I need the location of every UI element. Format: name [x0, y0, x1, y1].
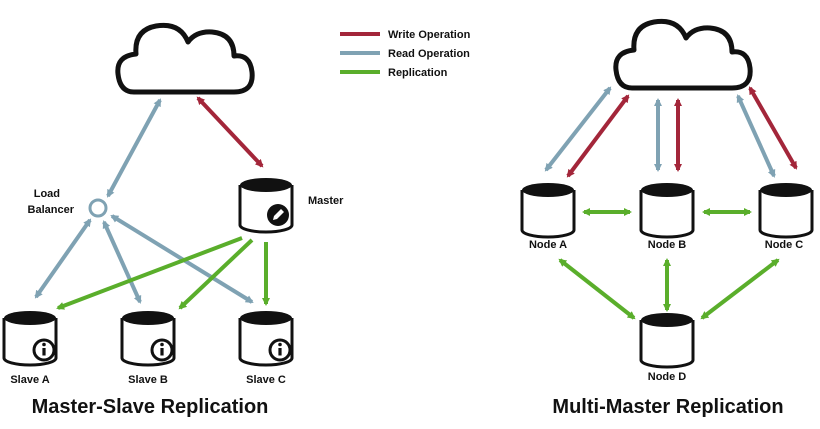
slave-a-label: Slave A — [10, 374, 49, 386]
replication-arrow-c-d — [700, 258, 780, 320]
node-a-label: Node A — [529, 239, 567, 251]
info-icon — [268, 338, 292, 362]
load-balancer-label-2: Balancer — [28, 204, 75, 216]
cloud-icon — [616, 21, 750, 88]
legend-replication-label: Replication — [388, 67, 448, 79]
read-arrow-cloud-node-a — [544, 86, 612, 172]
node-b-label: Node B — [648, 239, 687, 251]
write-arrow-cloud-master — [196, 96, 264, 168]
replication-arrow-master-slave-b — [178, 238, 254, 310]
cloud-icon — [118, 25, 252, 92]
multi-master-section: Node A Node B Node C Node D Multi-Master… — [520, 21, 814, 418]
replication-arrow-a-d — [558, 258, 636, 320]
master-slave-title: Master-Slave Replication — [32, 396, 269, 418]
legend-read-label: Read Operation — [388, 48, 470, 60]
load-balancer-icon — [88, 198, 108, 218]
node-b-database-icon — [639, 181, 695, 239]
legend-write-label: Write Operation — [388, 29, 471, 41]
node-a-database-icon — [520, 181, 576, 239]
slave-b-label: Slave B — [128, 374, 168, 386]
multi-master-title: Multi-Master Replication — [552, 396, 783, 418]
master-label: Master — [308, 195, 344, 207]
write-arrow-cloud-node-c — [748, 86, 798, 170]
read-arrow-lb-slave-a — [34, 218, 92, 299]
legend: Write Operation Read Operation Replicati… — [340, 29, 471, 79]
read-arrow-cloud-lb — [106, 98, 162, 198]
pencil-icon — [267, 204, 289, 226]
replication-arrow-master-slave-a — [56, 236, 243, 310]
node-d-label: Node D — [648, 371, 687, 383]
write-arrow-cloud-node-a — [566, 94, 630, 178]
read-arrow-cloud-node-c — [736, 94, 776, 178]
node-c-database-icon — [758, 181, 814, 239]
info-icon — [32, 338, 56, 362]
slave-c-label: Slave C — [246, 374, 286, 386]
master-slave-section: Load Balancer Master Slave A Slave B Sla… — [2, 25, 344, 418]
info-icon — [150, 338, 174, 362]
load-balancer-label: Load — [34, 188, 60, 200]
node-c-label: Node C — [765, 239, 804, 251]
node-d-database-icon — [639, 311, 695, 369]
